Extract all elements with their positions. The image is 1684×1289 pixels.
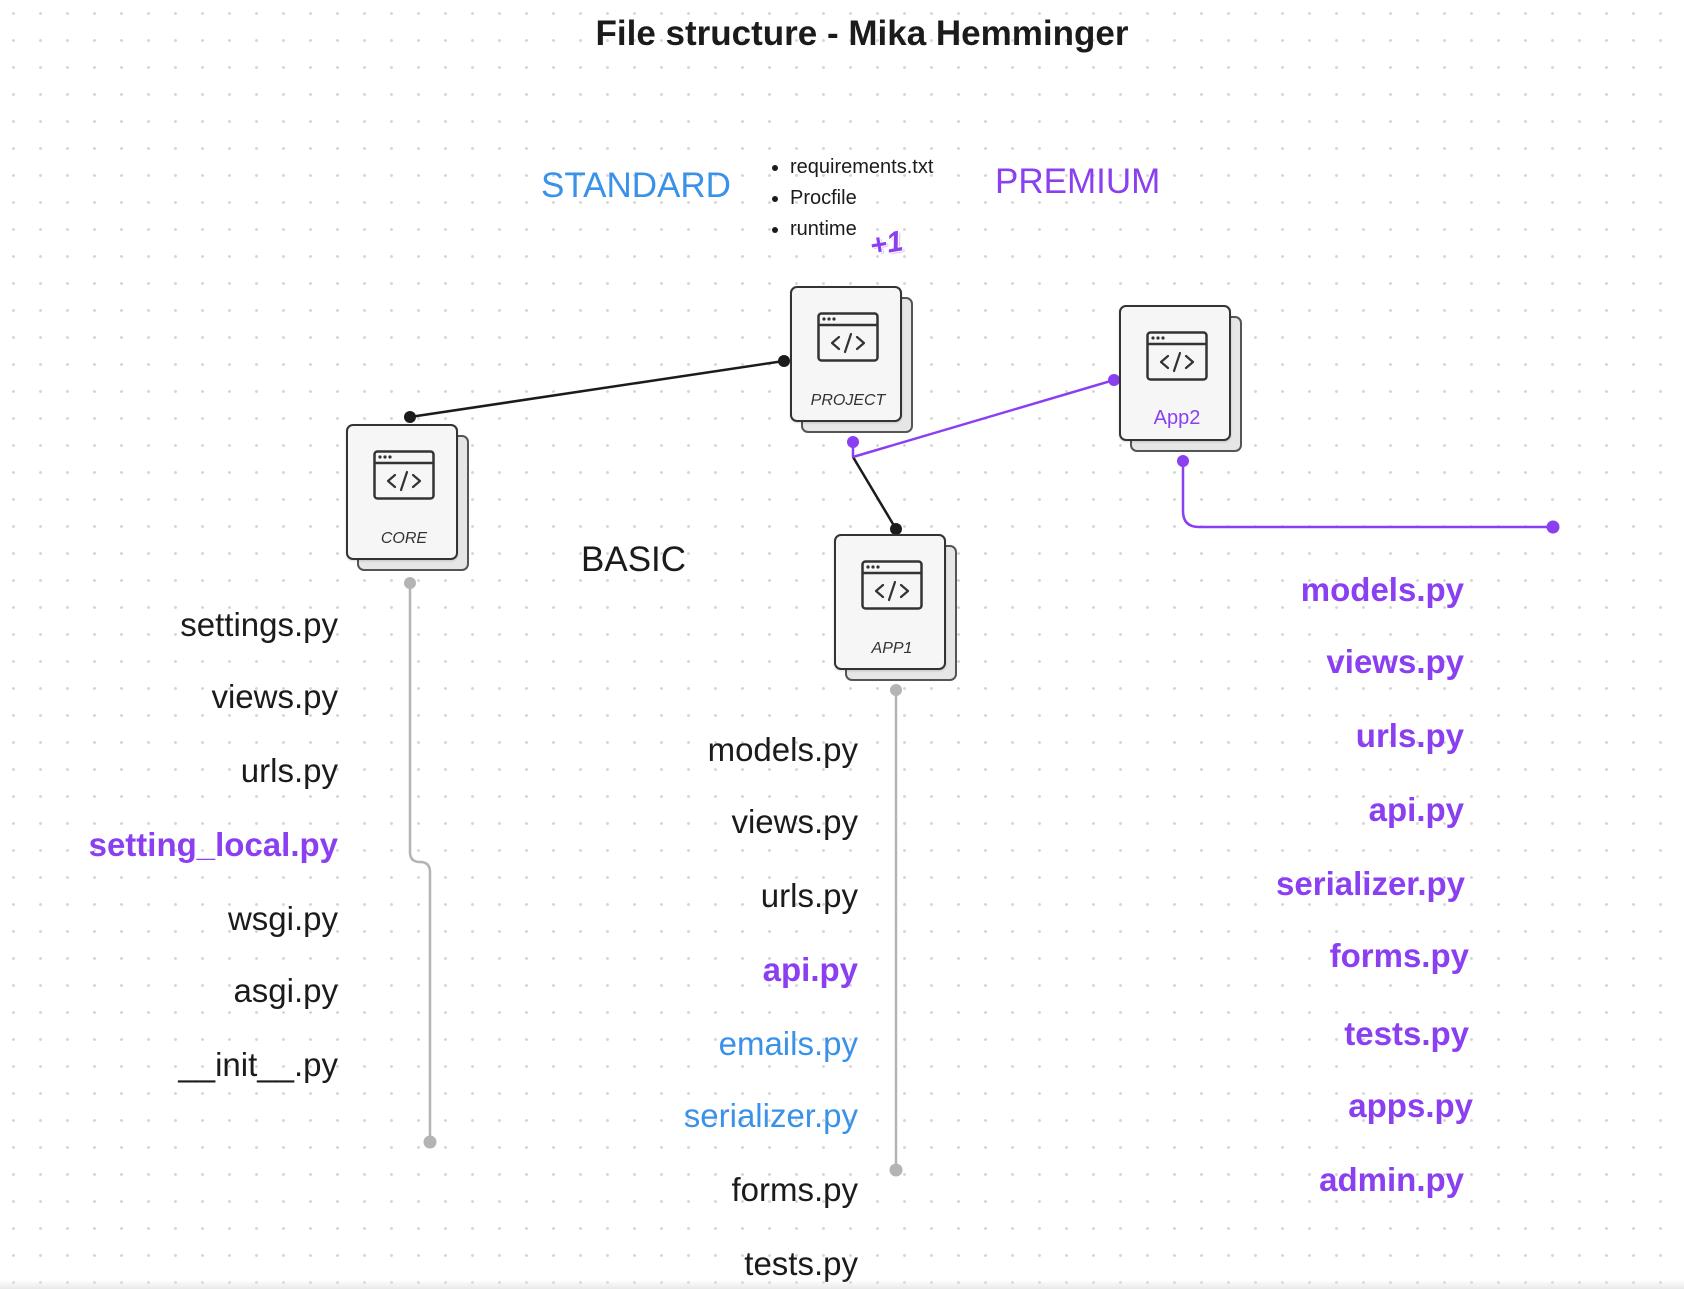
file-item: asgi.py bbox=[233, 972, 338, 1009]
file-item: views.py bbox=[211, 678, 338, 715]
connector-dot bbox=[1108, 374, 1120, 386]
tier-label-standard: STANDARD bbox=[541, 166, 731, 205]
tier-label-premium: PREMIUM bbox=[995, 162, 1161, 201]
node-label: PROJECT bbox=[810, 392, 886, 409]
connector-project-app2 bbox=[852, 378, 1115, 459]
node-card: PROJECT bbox=[790, 286, 902, 422]
connector-dot bbox=[1177, 455, 1189, 467]
file-item: admin.py bbox=[1319, 1161, 1464, 1198]
file-item: urls.py bbox=[760, 877, 858, 914]
connector-dot bbox=[1546, 520, 1560, 534]
file-item: tests.py bbox=[1344, 1015, 1469, 1052]
root-file-list: requirements.txt Procfile runtime bbox=[758, 152, 933, 245]
diagram-title: File structure - Mika Hemminger bbox=[595, 14, 1129, 53]
file-item: api.py bbox=[762, 951, 858, 988]
file-item: __init__.py bbox=[178, 1046, 338, 1083]
file-item: tests.py bbox=[744, 1245, 858, 1282]
file-item: models.py bbox=[1300, 571, 1464, 608]
connector-dot bbox=[890, 523, 902, 535]
tier-label-basic: BASIC bbox=[581, 540, 687, 579]
bottom-edge bbox=[0, 1280, 1684, 1289]
file-item: views.py bbox=[731, 803, 858, 840]
code-window-icon bbox=[373, 450, 435, 500]
file-item: forms.py bbox=[731, 1171, 858, 1208]
file-item: serializer.py bbox=[683, 1097, 858, 1134]
code-window-icon bbox=[817, 312, 879, 362]
node-card: CORE bbox=[346, 424, 458, 560]
code-window-icon bbox=[861, 560, 923, 610]
connector-app2-files bbox=[1181, 461, 1553, 529]
connector-dot bbox=[404, 577, 416, 589]
file-item: api.py bbox=[1368, 791, 1464, 828]
connector-project-app1 bbox=[851, 456, 898, 530]
root-file-item: Procfile bbox=[790, 183, 933, 214]
connector-core-files bbox=[408, 583, 432, 1142]
file-item: urls.py bbox=[1355, 717, 1464, 754]
node-label: CORE bbox=[380, 530, 428, 547]
code-window-icon bbox=[1146, 331, 1208, 381]
node-card: App2 bbox=[1119, 305, 1231, 441]
file-item: models.py bbox=[707, 731, 858, 768]
connector-dot bbox=[890, 684, 902, 696]
root-file-item: runtime bbox=[790, 214, 933, 245]
connector-dot bbox=[889, 1163, 903, 1177]
connector-dot bbox=[778, 355, 790, 367]
file-item: emails.py bbox=[718, 1025, 858, 1062]
file-item: urls.py bbox=[240, 752, 338, 789]
file-item: views.py bbox=[1326, 643, 1464, 680]
file-item: forms.py bbox=[1329, 937, 1469, 974]
file-item: setting_local.py bbox=[88, 826, 338, 863]
root-file-item: requirements.txt bbox=[790, 152, 933, 183]
file-item: settings.py bbox=[180, 606, 338, 643]
connector-dot bbox=[423, 1135, 437, 1149]
file-item: wsgi.py bbox=[227, 900, 338, 937]
connector-project-core bbox=[409, 359, 785, 419]
node-label: APP1 bbox=[871, 640, 913, 657]
connector-dot bbox=[404, 411, 416, 423]
file-item: serializer.py bbox=[1276, 865, 1465, 902]
file-item: apps.py bbox=[1348, 1087, 1473, 1124]
node-label: App2 bbox=[1153, 407, 1201, 429]
node-card: APP1 bbox=[834, 534, 946, 670]
